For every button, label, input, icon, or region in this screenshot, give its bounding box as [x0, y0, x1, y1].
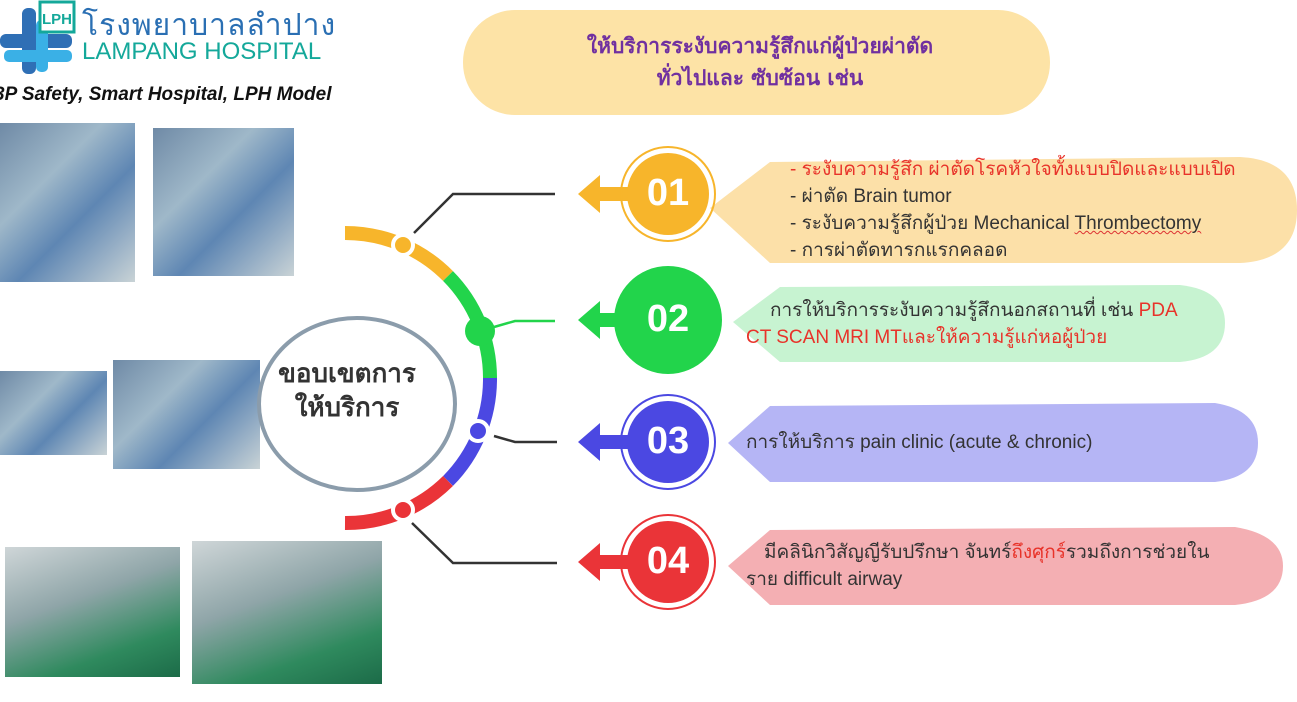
bubble-02-shape [733, 285, 1225, 362]
number-04: 04 [646, 540, 690, 582]
photo-operating-room-2 [153, 128, 294, 276]
bubble-03-shape [728, 403, 1258, 482]
item-01-line-2: - ผ่าตัด Brain tumor [790, 186, 952, 207]
svg-text:LPH: LPH [42, 11, 72, 28]
bubble-01-text: - ระงับความรู้สึก ผ่าตัดโรคหัวใจทั้งแบบป… [790, 156, 1236, 264]
title-bubble [463, 10, 1050, 115]
number-circle-01 [627, 153, 709, 235]
bubble-01-shape [710, 157, 1297, 263]
photo-equipment-1 [5, 547, 180, 677]
item-04-line-2: ราย difficult airway [746, 569, 903, 590]
hospital-cross-icon: LPH [0, 0, 76, 74]
item-01-line-3-underlined: Thrombectomy [1074, 213, 1202, 234]
item-02-line-2-text: และให้ความรู้แก่หอผู้ป่วย [901, 327, 1108, 348]
item-01-line-4: - การผ่าตัดทารกแรกคลอด [790, 240, 1008, 261]
node-yellow [391, 233, 415, 257]
bubble-04-text: มีคลินิกวิสัญญีรับปรึกษา จันทร์ถึงศุกร์ร… [746, 539, 1209, 593]
item-02-line-2-red: CT SCAN MRI MT [746, 327, 902, 348]
item-02-line-1-text: การให้บริการระงับความรู้สึกนอกสถานที่ เช… [770, 300, 1139, 321]
title-line-2: ทั่วไปและ ซับซ้อน เช่น [656, 66, 864, 90]
item-02-line-1-red: PDA [1138, 300, 1178, 321]
photo-outside-service-2 [113, 360, 260, 469]
item-04-line-1-red: ถึงศุกร์ [1011, 542, 1066, 563]
logo-thai-name: โรงพยาบาลลำปาง [82, 8, 337, 43]
number-01: 01 [646, 172, 690, 214]
node-red [391, 498, 415, 522]
number-03: 03 [646, 420, 690, 462]
title-line-1: ให้บริการระงับความรู้สึกแก่ผู้ป่วยผ่าตัด [586, 34, 934, 58]
bubble-02-text: การให้บริการระงับความรู้สึกนอกสถานที่ เช… [746, 297, 1178, 351]
item-01-line-3-prefix: - ระงับความรู้สึกผู้ป่วย Mechanical [790, 213, 1075, 234]
connector-04 [411, 522, 557, 565]
item-01-line-1: - ระงับความรู้สึก ผ่าตัดโรคหัวใจทั้งแบบป… [790, 159, 1236, 180]
connector-01 [413, 192, 555, 234]
arrow-04-icon [578, 543, 628, 581]
tagline: 3P Safety, Smart Hospital, LPH Model [0, 84, 332, 105]
number-circle-03 [627, 401, 709, 483]
photo-operating-room-1 [0, 123, 135, 282]
item-01-line-3: - ระงับความรู้สึกผู้ป่วย Mechanical Thro… [790, 210, 1236, 237]
item-02-line-1: การให้บริการระงับความรู้สึกนอกสถานที่ เช… [746, 297, 1178, 324]
item-04-line-1-a: มีคลินิกวิสัญญีรับปรึกษา จันทร์ [764, 542, 1012, 563]
number-circle-04 [627, 521, 709, 603]
node-green [465, 316, 495, 346]
connector-03 [493, 434, 557, 444]
item-02-line-2: CT SCAN MRI MTและให้ความรู้แก่หอผู้ป่วย [746, 324, 1178, 351]
center-label-line-2: ให้บริการ [294, 393, 400, 423]
bubble-03-text: การให้บริการ pain clinic (acute & chroni… [746, 432, 1093, 453]
photo-outside-service-1 [0, 371, 107, 455]
item-04-line-1-b: รวมถึงการช่วยใน [1065, 542, 1210, 563]
number-circle-02 [614, 266, 722, 374]
arrow-03-icon [578, 423, 628, 461]
photo-cath-lab [192, 541, 382, 684]
connector-02 [493, 319, 555, 329]
arrow-01-icon [578, 175, 628, 213]
node-blue [466, 419, 490, 443]
page-title: ให้บริการระงับความรู้สึกแก่ผู้ป่วยผ่าตัด… [560, 30, 960, 94]
center-circle [257, 316, 457, 492]
bubble-04-shape [728, 527, 1283, 605]
item-04-line-1: มีคลินิกวิสัญญีรับปรึกษา จันทร์ถึงศุกร์ร… [746, 539, 1209, 566]
center-label: ขอบเขตการ ให้บริการ [272, 357, 422, 425]
number-02: 02 [646, 298, 690, 340]
arrow-02-icon [578, 301, 628, 339]
logo: LPH [0, 0, 80, 80]
center-label-line-1: ขอบเขตการ [278, 359, 416, 389]
logo-english-name: LAMPANG HOSPITAL [82, 38, 322, 65]
